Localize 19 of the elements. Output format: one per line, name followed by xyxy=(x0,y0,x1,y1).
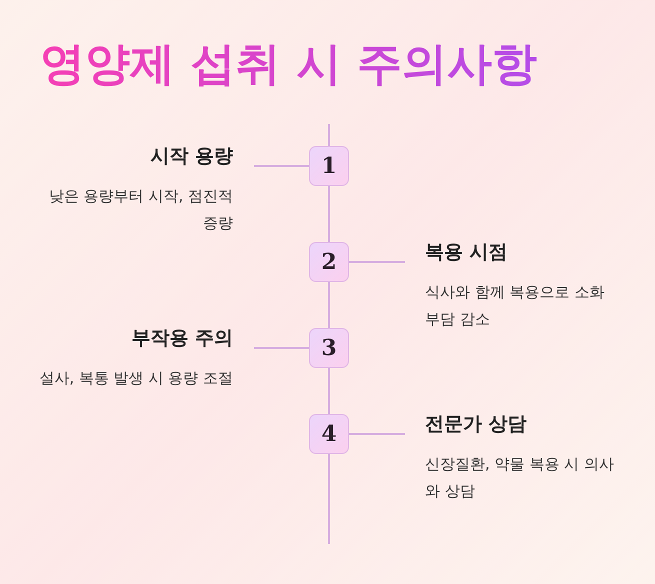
step-number-box: 3 xyxy=(309,328,349,368)
step-description: 낮은 용량부터 시작, 점진적 증량 xyxy=(48,186,233,234)
step-description: 설사, 복통 발생 시 용량 조절 xyxy=(39,368,233,389)
timeline-line xyxy=(328,282,330,328)
step-heading: 시작 용량 xyxy=(149,144,233,169)
connector-line xyxy=(349,433,405,435)
step-heading: 전문가 상담 xyxy=(425,412,528,437)
timeline-line xyxy=(328,186,330,242)
step-number-box: 4 xyxy=(309,414,349,454)
step-description: 식사와 함께 복용으로 소화 부담 감소 xyxy=(425,282,606,330)
step-number-box: 1 xyxy=(309,146,349,186)
step-description: 신장질환, 약물 복용 시 의사와 상담 xyxy=(425,454,615,502)
connector-line xyxy=(349,261,405,263)
connector-line xyxy=(254,165,309,167)
step-heading: 복용 시점 xyxy=(425,240,509,265)
connector-line xyxy=(254,347,309,349)
step-number-box: 2 xyxy=(309,242,349,282)
step-heading: 부작용 주의 xyxy=(130,326,233,351)
timeline-line xyxy=(328,368,330,414)
